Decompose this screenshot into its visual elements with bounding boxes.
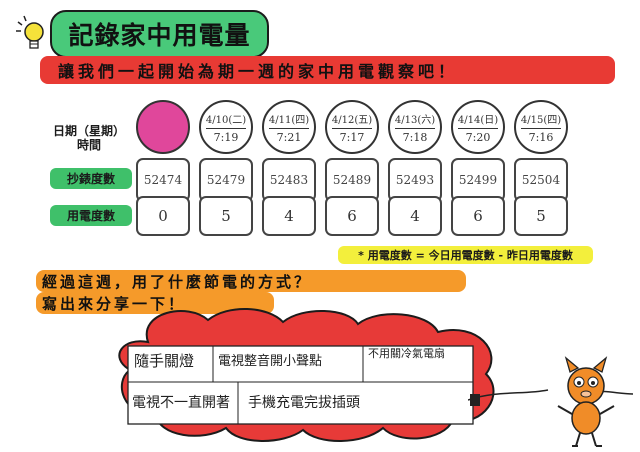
day-cell: 4/12(五)7:17 (325, 100, 379, 154)
usage-value: 6 (325, 196, 379, 236)
day-date: 4/15(四) (520, 111, 562, 129)
answer-1: 隨手關燈 (134, 352, 195, 370)
row-label-meter: 抄錶度數 (50, 168, 132, 189)
usage-value: 6 (451, 196, 505, 236)
day-date: 4/11(四) (268, 111, 310, 129)
usage-value: 5 (514, 196, 568, 236)
meter-reading: 52499 (451, 158, 505, 202)
cloud-shape (118, 308, 495, 442)
day-date: 4/12(五) (331, 111, 373, 129)
usage-value: 5 (199, 196, 253, 236)
question-line-1: 經過這週，用了什麼節電的方式？ (36, 270, 466, 292)
answer-cloud: 隨手關燈 電視整音開小聲點 不用關冷氣電扇 電視不一直開著 手機充電完拔插頭 (108, 302, 508, 447)
intro-banner-text: 讓我們一起開始為期一週的家中用電觀察吧！ (58, 62, 459, 81)
day-time: 7:20 (465, 130, 491, 144)
day-date: 4/10(二) (205, 111, 247, 129)
meter-reading: 52474 (136, 158, 190, 202)
day-date: 4/13(六) (394, 111, 436, 129)
light-bulb-icon (16, 15, 44, 49)
meter-reading: 52489 (325, 158, 379, 202)
intro-banner: 讓我們一起開始為期一週的家中用電觀察吧！ (40, 56, 615, 84)
question-line-2: 寫出來分享一下！ (36, 292, 274, 314)
answer-2: 電視整音開小聲點 (218, 354, 323, 369)
day-time: 7:17 (339, 130, 365, 144)
day-time: 7:21 (276, 130, 302, 144)
answer-3: 不用關冷氣電扇 (368, 347, 445, 360)
day-time: 7:19 (213, 130, 239, 144)
usage-value: 4 (262, 196, 316, 236)
day-cell: 4/14(日)7:20 (451, 100, 505, 154)
meter-reading: 52483 (262, 158, 316, 202)
meter-reading: 52504 (514, 158, 568, 202)
day-date: 4/14(日) (457, 111, 499, 129)
day-cell: 4/13(六)7:18 (388, 100, 442, 154)
day-time: 7:18 (402, 130, 428, 144)
mascot-icon (557, 356, 615, 447)
row-label-time-text: 時間 (76, 138, 101, 152)
row-label-date: 日期（星期） 時間 (44, 124, 134, 152)
answer-5: 手機充電完拔插頭 (248, 395, 360, 411)
question-line-2-text: 寫出來分享一下！ (42, 294, 187, 313)
day-cell: 4/11(四)7:21 (262, 100, 316, 154)
page-title: 記錄家中用電量 (50, 10, 269, 58)
day-cell: 4/15(四)7:16 (514, 100, 568, 154)
day-cell: 4/10(二)7:19 (199, 100, 253, 154)
row-label-usage: 用電度數 (50, 205, 132, 226)
answer-4: 電視不一直開著 (132, 395, 230, 411)
usage-value: 0 (136, 196, 190, 236)
formula-note: * 用電度數 = 今日用電度數 - 昨日用電度數 (338, 246, 593, 264)
usage-value: 4 (388, 196, 442, 236)
day-cell (136, 100, 190, 154)
day-time: 7:16 (528, 130, 554, 144)
question-line-1-text: 經過這週，用了什麼節電的方式？ (42, 272, 313, 291)
row-label-date-text: 日期（星期） (52, 124, 125, 138)
meter-reading: 52493 (388, 158, 442, 202)
